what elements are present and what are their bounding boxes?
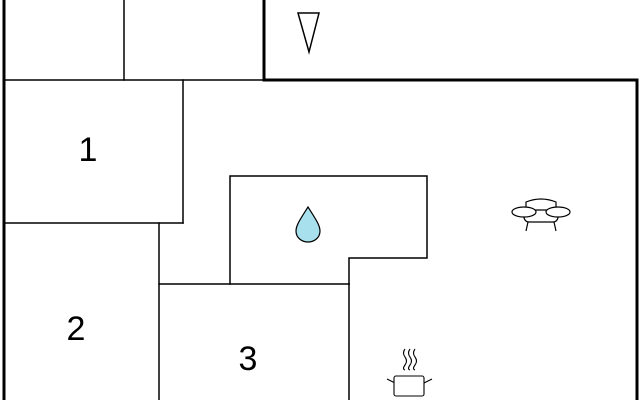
room-label-1: 1 (79, 131, 98, 169)
water-drop-icon (295, 205, 321, 243)
cooking-pot-icon (386, 348, 433, 397)
sofa-icon (511, 198, 571, 232)
room-label-3: 3 (239, 340, 258, 378)
room-label-2: 2 (67, 310, 86, 348)
north-arrow-icon (297, 12, 320, 55)
wall-bathroom (229, 175, 428, 285)
